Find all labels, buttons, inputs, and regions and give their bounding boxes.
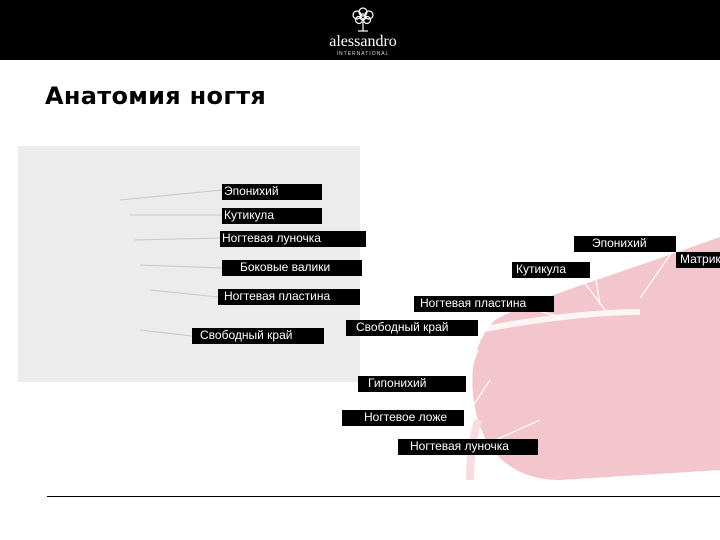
label-free-edge-right: Свободный край [346,320,478,336]
label-lunula-right: Ногтевая луночка [398,439,538,455]
label-nail-plate-left: Ногтевая пластина [218,289,360,305]
bottom-divider [47,496,720,497]
brand-logo: alessandro INTERNATIONAL [318,4,408,58]
cuticle-edge [479,309,641,333]
label-matrix: Матрикс [676,252,720,268]
tree-logo-icon [352,7,374,32]
label-cuticle-right: Кутикула [512,262,590,278]
label-hyponychium: Гипонихий [358,376,466,392]
label-lateral-folds: Боковые валики [222,260,362,276]
label-nail-plate-right: Ногтевая пластина [414,296,554,312]
label-cuticle-left: Кутикула [222,208,322,224]
header-bar: alessandro INTERNATIONAL [0,0,720,60]
label-free-edge-left: Свободный край [192,328,324,344]
logo-subtext: INTERNATIONAL [336,51,390,57]
label-lunula-left: Ногтевая луночка [220,231,366,247]
page-title: Анатомия ногтя [45,82,267,110]
label-eponychium-left: Эпонихий [222,184,322,200]
label-nail-bed: Ногтевое ложе [342,410,464,426]
logo-text: alessandro [329,33,397,50]
label-eponychium-right: Эпонихий [574,236,676,252]
nail-plate-shape [472,237,720,480]
